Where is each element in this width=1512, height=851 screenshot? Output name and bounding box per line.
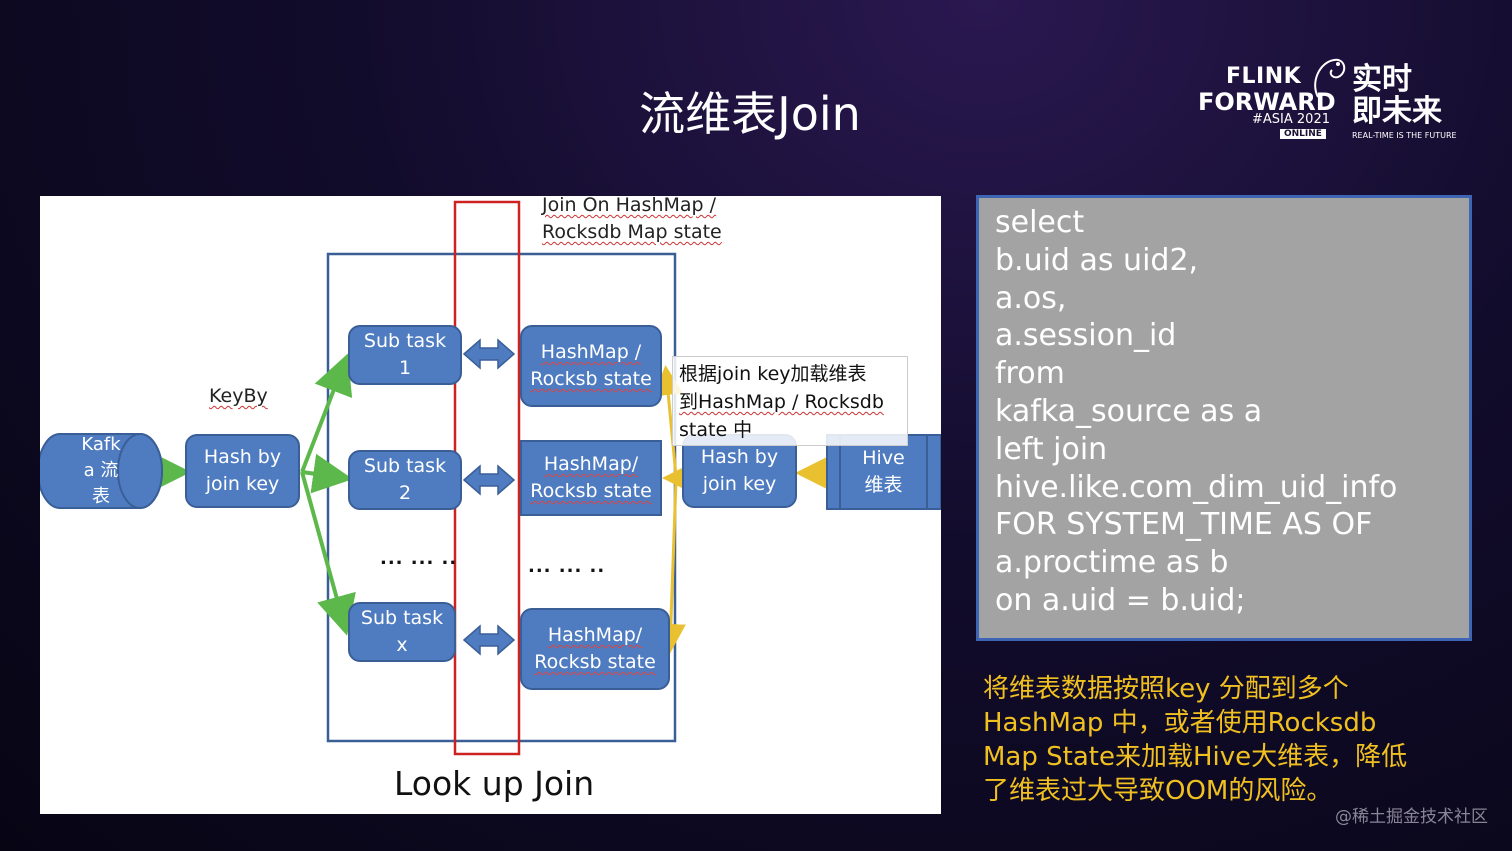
hive-line1: Hive xyxy=(862,447,905,469)
logo-flink: FLINK xyxy=(1226,64,1302,89)
logo-cn-line1: 实时 xyxy=(1352,62,1412,97)
state-1-line1: HashMap / xyxy=(540,341,642,363)
state-3-line1: HashMap/ xyxy=(547,624,643,646)
fan-arrow-3 xyxy=(300,471,356,636)
hive-store-shape xyxy=(826,434,941,510)
hash-left-line1: Hash by xyxy=(203,446,282,468)
code-line: from xyxy=(995,356,1065,392)
hive-dim-table: Hive 维表 xyxy=(840,435,927,509)
yellow-arrow-down xyxy=(655,479,686,654)
state-2-line1: HashMap/ xyxy=(543,453,639,475)
subtask-2: Sub task 2 xyxy=(348,450,462,510)
code-line: left join xyxy=(995,431,1108,467)
code-line: on a.uid = b.uid; xyxy=(995,582,1246,618)
load-state-note: 根据join key加载维表 到HashMap / Rocksdb state … xyxy=(672,356,908,446)
kafka-line1: Kafk xyxy=(81,434,121,455)
diagram-connectors xyxy=(40,200,941,756)
state-2-line2: Rocksb state xyxy=(530,480,652,502)
sql-code-panel: select b.uid as uid2, a.os, a.session_id… xyxy=(976,195,1472,641)
subtask-2-line1: Sub task xyxy=(363,455,447,477)
state-box-1: HashMap / Rocksb state xyxy=(520,325,662,407)
kafka-line2: a 流 xyxy=(83,460,119,481)
subtask-x-line2: x xyxy=(396,634,408,656)
kafka-cylinder xyxy=(40,433,163,509)
note-line1: 根据join key加载维表 xyxy=(679,363,867,385)
kafka-line3: 表 xyxy=(92,486,110,507)
state-box-2: HashMap/Rocksb state xyxy=(520,440,662,516)
fan-arrow-2 xyxy=(301,453,353,494)
hash-by-join-key-right: Hash by join key xyxy=(682,434,797,508)
subtask-1-line1: Sub task xyxy=(363,330,447,352)
hash-right-line1: Hash by xyxy=(700,446,779,468)
kafka-stream-label: Kafk a 流 表 xyxy=(46,434,156,508)
flink-forward-logo: FLINK FORWARD #ASIA 2021 ONLINE 实时 即未来 R… xyxy=(1190,52,1460,152)
subtask-x: Sub task x xyxy=(348,602,456,662)
squirrel-icon xyxy=(1314,58,1346,98)
subtask-ellipsis: ... ... .. xyxy=(380,548,458,569)
logo-online-badge: ONLINE xyxy=(1280,129,1326,139)
yellow-arrow-up xyxy=(653,365,684,477)
subtask-1: Sub task 1 xyxy=(348,325,462,385)
state-1-line2: Rocksb state xyxy=(530,368,652,390)
code-line: kafka_source as a xyxy=(995,393,1263,429)
double-arrow-2 xyxy=(462,464,516,496)
double-arrow-3 xyxy=(462,624,516,656)
state-3-line2: Rocksb state xyxy=(534,651,656,673)
subtask-2-line2: 2 xyxy=(398,482,412,504)
subtask-x-line1: Sub task xyxy=(360,607,444,629)
logo-asia: #ASIA 2021 xyxy=(1252,112,1330,127)
logo-tagline: REAL-TIME IS THE FUTURE xyxy=(1352,131,1457,140)
code-line: hive.like.com_dim_uid_info xyxy=(995,469,1398,505)
state-ellipsis: ... ... .. xyxy=(528,556,606,577)
hive-line2: 维表 xyxy=(864,474,903,496)
code-line: a.os, xyxy=(995,280,1067,316)
code-line: select xyxy=(995,205,1085,240)
watermark: @稀土掘金技术社区 xyxy=(1335,807,1488,827)
code-line: a.proctime as b xyxy=(995,545,1229,581)
code-line: b.uid as uid2, xyxy=(995,242,1199,278)
note-line3: state 中 xyxy=(679,419,753,441)
diagram-caption: Look up Join xyxy=(394,764,595,803)
hash-right-line2: join key xyxy=(702,473,777,495)
state-box-3: HashMap/Rocksb state xyxy=(520,608,670,690)
logo-forward: FORWARD xyxy=(1198,88,1336,116)
slide-title: 流维表Join xyxy=(639,87,861,141)
hash-by-join-key-left: Hash by join key xyxy=(185,434,300,508)
note-line2: 到HashMap / Rocksdb xyxy=(679,391,884,413)
keyby-label: KeyBy xyxy=(209,385,268,407)
hash-left-line2: join key xyxy=(205,473,280,495)
double-arrow-1 xyxy=(462,338,516,370)
subtask-1-line2: 1 xyxy=(398,357,412,379)
lookup-join-diagram: Join On HashMap / Rocksdb Map state KeyB… xyxy=(40,194,941,814)
code-line: a.session_id xyxy=(995,318,1177,354)
logo-cn-line2: 即未来 xyxy=(1352,94,1442,129)
top-label-line2: Rocksdb Map state xyxy=(542,221,722,243)
code-line: FOR SYSTEM_TIME AS OF xyxy=(995,507,1373,543)
description-text: 将维表数据按照key 分配到多个HashMap 中，或者使用Rocksdb Ma… xyxy=(983,674,1408,806)
fan-arrow-1 xyxy=(300,353,353,473)
top-label-line1: Join On HashMap / xyxy=(542,194,717,216)
